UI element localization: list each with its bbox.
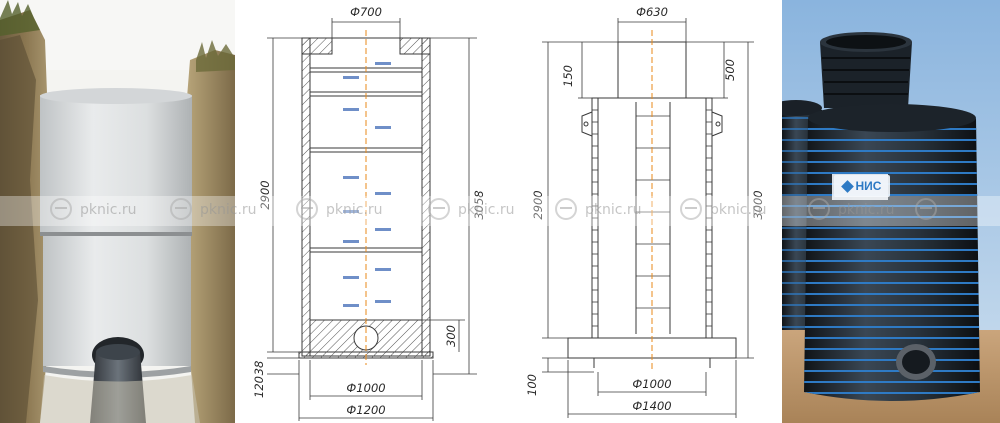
dim-neck-offset: 150 <box>561 65 575 87</box>
brand-logo: НИС <box>834 175 890 197</box>
concrete-well-section-drawing: Ф700 2900 3058 300 38 120 Ф1000 Ф1200 <box>252 5 486 421</box>
plastic-well-illustration <box>782 0 1000 423</box>
brand-logo-icon <box>840 179 854 193</box>
dim-inner-diameter: Ф1000 <box>632 377 671 391</box>
concrete-well-illustration <box>0 0 235 423</box>
dim-base-height: 120 <box>252 376 266 398</box>
dim-slab-height: 38 <box>252 361 266 376</box>
photo-concrete-well <box>0 0 235 423</box>
plastic-well-section-drawing: Ф630 150 500 2900 3000 100 Ф1000 Ф1400 <box>525 5 765 418</box>
dim-outer-diameter: Ф1400 <box>632 399 671 413</box>
photo-plastic-well: НИС <box>782 0 1000 423</box>
dim-base-height: 100 <box>525 374 539 396</box>
drawing-plastic-well: Ф630 150 500 2900 3000 100 Ф1000 Ф1400 <box>502 0 780 423</box>
dim-height-total: 3058 <box>472 190 486 219</box>
brand-label: НИС <box>855 179 882 193</box>
drawing-concrete-well: Ф700 2900 3058 300 38 120 Ф1000 Ф1200 <box>237 0 500 423</box>
dim-neck-height: 500 <box>723 59 737 81</box>
dim-neck-diameter: Ф630 <box>636 5 668 19</box>
dim-height-inner: 2900 <box>258 180 272 209</box>
dim-tray-height: 300 <box>444 325 458 347</box>
dim-height-inner: 2900 <box>531 190 545 219</box>
dim-top-diameter: Ф700 <box>350 5 382 19</box>
dim-inner-diameter: Ф1000 <box>346 381 385 395</box>
dim-outer-diameter: Ф1200 <box>346 403 385 417</box>
dim-height-total: 3000 <box>751 190 765 219</box>
